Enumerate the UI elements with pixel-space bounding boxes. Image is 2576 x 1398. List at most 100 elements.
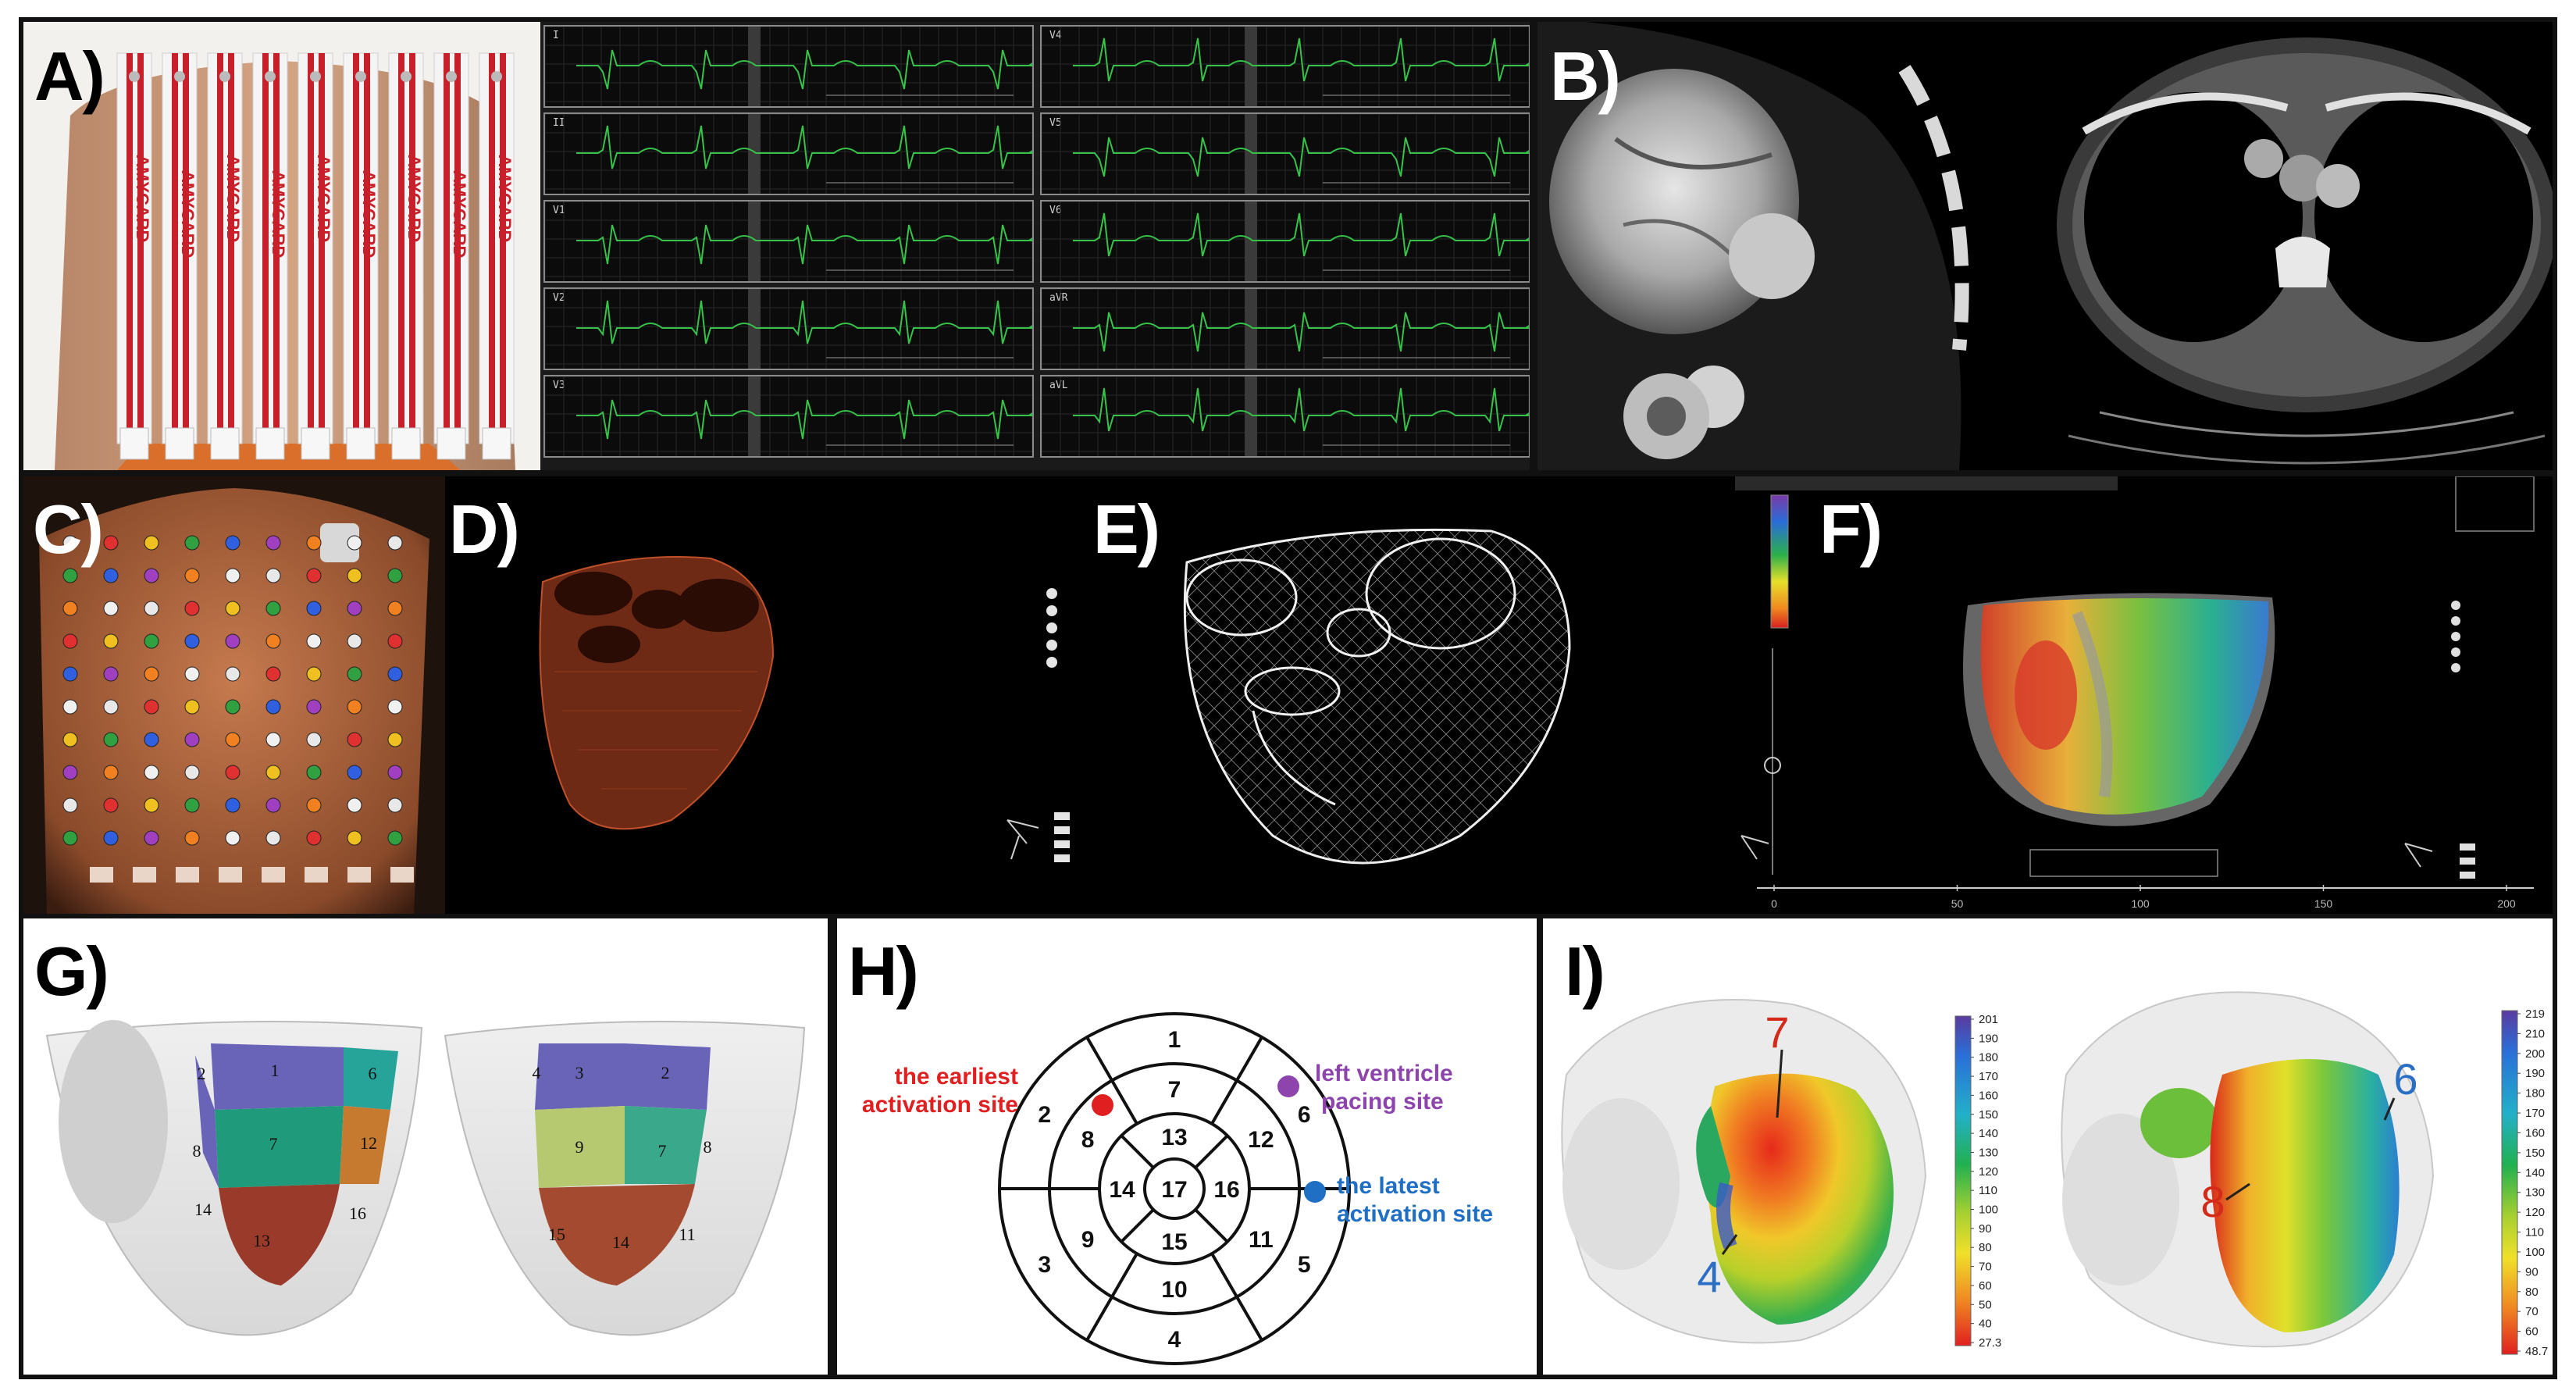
heart-mesh-model — [539, 556, 1070, 862]
right-earliest-marker-label: 8 — [2200, 1177, 2225, 1226]
torso-electrode-dot — [103, 797, 119, 813]
g-right-segment-number: 15 — [548, 1225, 565, 1244]
panel-g-letter: G) — [34, 933, 109, 1010]
ecg-lead-trace: V5 — [1040, 112, 1530, 195]
timeline-tick-label: 200 — [2497, 897, 2516, 910]
bullseye-segment-number: 7 — [1168, 1077, 1181, 1103]
torso-electrode-dot — [387, 633, 403, 649]
g-left-segment-number: 8 — [193, 1141, 201, 1161]
torso-electrode-dot — [103, 732, 119, 747]
torso-electrode-dot — [265, 601, 281, 616]
electrode-brand-label: AMYCARD — [404, 155, 424, 242]
bullseye-segment-number: 13 — [1161, 1125, 1187, 1150]
colorbar-tick-label: 180 — [2525, 1087, 2545, 1100]
torso-electrode-dot — [265, 699, 281, 715]
latest-activation-marker — [1304, 1181, 1326, 1203]
bullseye-segment-number: 17 — [1161, 1177, 1187, 1203]
g-left-segment-number: 13 — [253, 1231, 270, 1250]
bullseye-divider — [1194, 1208, 1229, 1243]
bullseye-segment-number: 5 — [1298, 1252, 1311, 1278]
torso-electrode-dot — [62, 633, 78, 649]
bullseye-divider — [1235, 1296, 1263, 1341]
torso-electrode-dot — [265, 633, 281, 649]
torso-electrode-dot — [144, 568, 159, 583]
ecg-lead-label: V4 — [1049, 30, 1062, 41]
earliest-label-line2: activation site — [862, 1092, 1018, 1118]
torso-electrode-dot — [265, 568, 281, 583]
ecg-lead-trace: V4 — [1040, 25, 1530, 108]
bullseye-ring — [1143, 1157, 1206, 1220]
bullseye-segment-number: 6 — [1298, 1102, 1311, 1128]
electrode-brand-label: AMYCARD — [269, 170, 288, 258]
torso-electrode-dot — [306, 830, 322, 846]
earliest-activation-marker — [1092, 1094, 1113, 1116]
pacing-label-line2: pacing site — [1321, 1089, 1444, 1114]
colorbar-tick-label: 110 — [2525, 1226, 2544, 1239]
colorbar-tick-label: 27.3 — [1979, 1336, 2001, 1350]
bullseye-segment-number: 15 — [1161, 1229, 1187, 1255]
torso-electrode-dot — [103, 601, 119, 616]
torso-electrode-dot — [225, 666, 240, 682]
colorbar-tick-label: 60 — [2525, 1325, 2539, 1339]
ecg-lead-trace: V6 — [1040, 200, 1530, 283]
electrode-brand-label: AMYCARD — [495, 155, 515, 242]
bullseye-divider — [1120, 1134, 1155, 1169]
ecg-lead-label: aVL — [1049, 380, 1068, 391]
g-left-segment-number: 7 — [269, 1134, 278, 1154]
torso-electrode-dot — [225, 535, 240, 551]
colorbar-tick-label: 160 — [1979, 1089, 1998, 1102]
bullseye-segment-number: 4 — [1168, 1327, 1181, 1353]
ecg-lead-label: V3 — [553, 380, 565, 391]
colorbar-tick-label: 150 — [2525, 1147, 2545, 1160]
colorbar-tick-label: 100 — [1979, 1204, 1998, 1217]
g-right-segment-number: 14 — [612, 1232, 629, 1252]
colorbar-tick-label: 40 — [1979, 1318, 1992, 1331]
ecg-lead-label: V1 — [553, 205, 565, 216]
colorbar-tick-label: 50 — [1979, 1298, 1992, 1311]
torso-electrode-dot — [347, 633, 362, 649]
torso-electrode-dot — [62, 535, 78, 551]
ecg-lead-label: V6 — [1049, 205, 1062, 216]
torso-electrode-dot — [225, 633, 240, 649]
torso-electrode-dot — [103, 666, 119, 682]
panel-f-letter: F) — [1819, 490, 1883, 568]
electrode-strip — [116, 52, 152, 444]
torso-electrode-dot — [347, 666, 362, 682]
torso-electrode-dot — [347, 797, 362, 813]
torso-electrode-dot — [184, 699, 200, 715]
electrode-brand-label: AMYCARD — [223, 155, 243, 242]
bullseye-segment-number: 1 — [1168, 1027, 1181, 1053]
ecg-lead-label: I — [553, 30, 559, 41]
bullseye-divider — [1110, 1253, 1138, 1298]
torso-electrode-dot — [387, 535, 403, 551]
g-left-segment-number: 16 — [349, 1204, 366, 1223]
electrode-strip — [298, 52, 333, 444]
torso-electrode-dot — [62, 601, 78, 616]
torso-electrode-dot — [387, 568, 403, 583]
torso-electrode-dot — [184, 535, 200, 551]
bullseye-segment-number: 9 — [1081, 1227, 1095, 1253]
earliest-label-line1: the earliest — [895, 1064, 1018, 1090]
electrode-brand-label: AMYCARD — [359, 170, 379, 258]
torso-electrode-dot — [62, 699, 78, 715]
g-left-segment-number: 12 — [360, 1133, 377, 1153]
bullseye-segment-number: 14 — [1109, 1177, 1135, 1203]
torso-electrode-dot — [144, 666, 159, 682]
ecg-lead-label: V5 — [1049, 117, 1062, 129]
torso-electrode-dot — [347, 568, 362, 583]
panel-h-letter: H) — [848, 933, 919, 1010]
torso-electrode-dot — [225, 765, 240, 780]
ecg-lead-trace: V2 — [543, 287, 1034, 370]
bullseye-divider — [1194, 1134, 1229, 1169]
g-left-segment-number: 2 — [198, 1064, 206, 1083]
torso-electrode-dot — [225, 699, 240, 715]
colorbar-tick-label: 200 — [2525, 1047, 2545, 1061]
torso-electrode-dot — [265, 535, 281, 551]
torso-electrode-dot — [184, 568, 200, 583]
torso-electrode-dot — [265, 830, 281, 846]
